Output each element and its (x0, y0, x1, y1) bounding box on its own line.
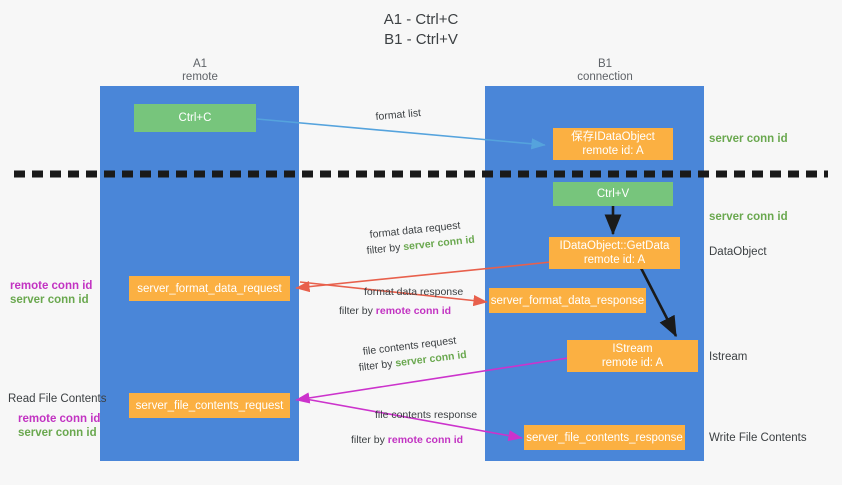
column-a1-sub: remote (182, 71, 218, 83)
right-label-dataobject: DataObject (709, 246, 767, 258)
filter-prefix-1: filter by (366, 241, 404, 257)
title-line-1: A1 - Ctrl+C (383, 11, 459, 28)
box-ctrl-v[interactable]: Ctrl+V (553, 182, 673, 206)
box-save-idataobject-line1: 保存IDataObject (571, 131, 655, 143)
box-save-idataobject[interactable]: 保存IDataObject remote id: A (553, 128, 673, 160)
left-label-server-conn-id-2: server conn id (18, 427, 97, 439)
right-label-server-conn-id-second: server conn id (709, 211, 788, 223)
filter-value-2: remote conn id (375, 305, 452, 317)
right-label-server-conn-id-top: server conn id (709, 133, 788, 145)
box-format-data-response-label: server_format_data_response (490, 294, 645, 307)
box-server-format-data-response[interactable]: server_format_data_response (489, 288, 646, 313)
box-server-format-data-request[interactable]: server_format_data_request (129, 276, 290, 301)
box-format-data-request-label: server_format_data_request (137, 282, 282, 295)
box-istream[interactable]: IStream remote id: A (567, 340, 698, 372)
box-ctrl-c-line1: Ctrl+C (178, 112, 212, 124)
column-header-b1: B1 connection (540, 58, 670, 84)
diagram-title: A1 - Ctrl+C B1 - Ctrl+V (0, 10, 842, 50)
box-istream-line1: IStream (612, 343, 653, 355)
title-line-2: B1 - Ctrl+V (384, 31, 458, 48)
box-getdata-line1: IDataObject::GetData (559, 240, 670, 252)
edge-label-file-contents-response: file contents response (375, 409, 478, 421)
column-header-a1: A1 remote (140, 58, 260, 84)
column-a1-name: A1 (192, 58, 208, 70)
column-b1-name: B1 (597, 58, 613, 70)
right-label-istream: Istream (709, 351, 748, 363)
box-idataobject-getdata[interactable]: IDataObject::GetData remote id: A (549, 237, 680, 269)
box-file-contents-request-label: server_file_contents_request (135, 399, 284, 412)
edge-label-format-data-response-filter: filter by remote conn id (339, 304, 451, 318)
left-label-read-file-contents: Read File Contents (8, 393, 107, 405)
box-server-file-contents-response[interactable]: server_file_contents_response (524, 425, 685, 450)
filter-prefix-2: filter by (339, 305, 376, 317)
box-ctrl-v-line1: Ctrl+V (596, 188, 630, 200)
left-label-server-conn-id-1: server conn id (10, 294, 89, 306)
filter-prefix-4: filter by (351, 434, 388, 446)
box-server-file-contents-request[interactable]: server_file_contents_request (129, 393, 290, 418)
column-b1-sub: connection (577, 71, 633, 83)
box-save-idataobject-line2: remote id: A (582, 145, 644, 157)
filter-value-4: remote conn id (387, 434, 464, 446)
box-file-contents-response-label: server_file_contents_response (526, 431, 683, 444)
box-getdata-line2: remote id: A (583, 254, 646, 266)
left-label-remote-conn-id-2: remote conn id (18, 413, 101, 425)
edge-label-format-list: format list (375, 107, 422, 123)
right-label-write-file-contents: Write File Contents (709, 432, 807, 444)
box-istream-line2: remote id: A (601, 357, 664, 369)
box-ctrl-c[interactable]: Ctrl+C (134, 104, 256, 132)
filter-prefix-3: filter by (358, 357, 397, 374)
edge-label-file-contents-response-filter: filter by remote conn id (351, 433, 463, 447)
edge-label-format-data-response: format data response (364, 286, 464, 298)
left-label-remote-conn-id-1: remote conn id (10, 280, 93, 292)
